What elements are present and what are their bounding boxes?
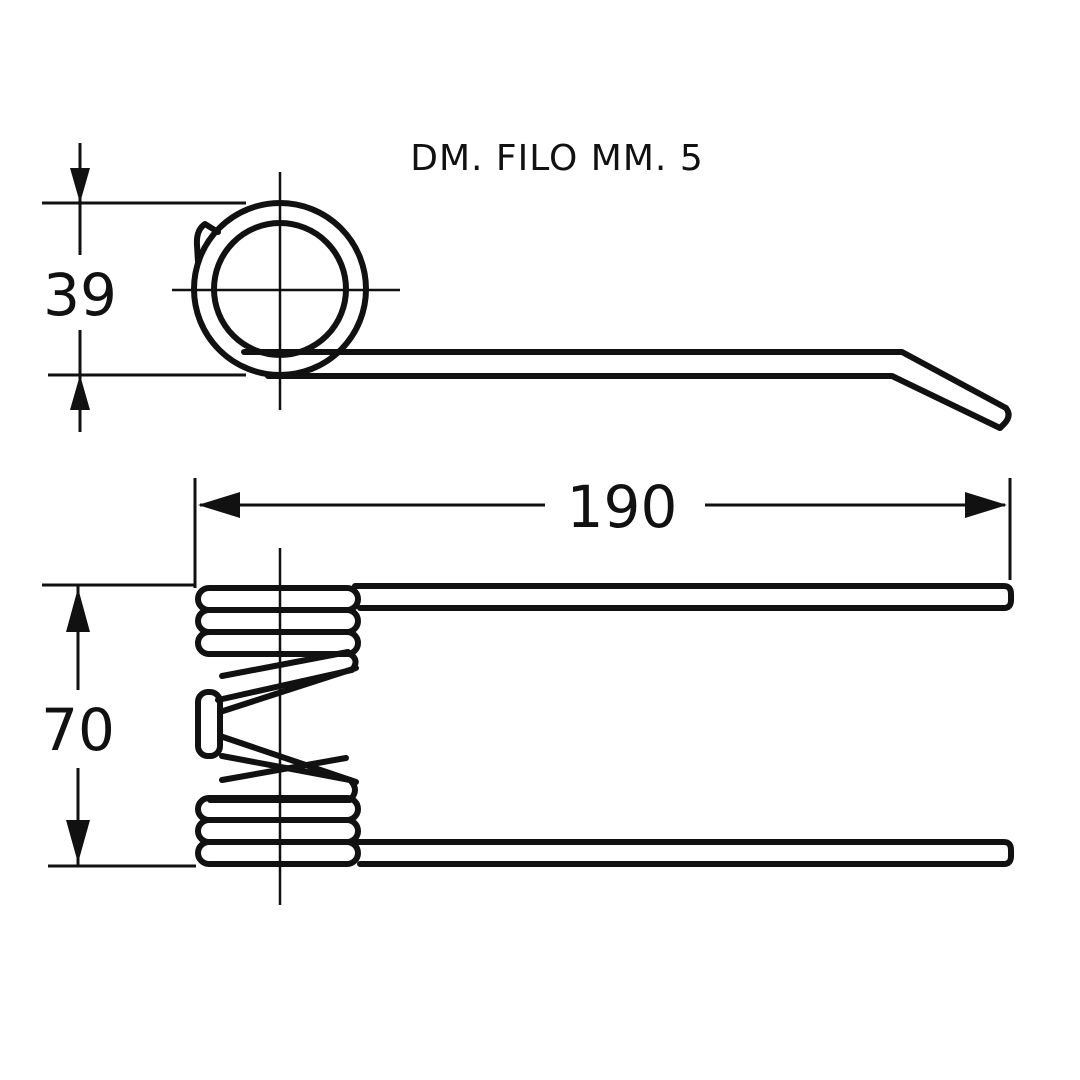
coil-winding bbox=[219, 755, 349, 783]
arrow-right bbox=[965, 492, 1007, 518]
lower-tine bbox=[352, 839, 1014, 867]
wire-diameter-note: DM. FILO MM. 5 bbox=[410, 138, 703, 179]
coil-winding bbox=[195, 817, 361, 845]
dimension-190: 190 bbox=[193, 473, 1012, 588]
coil-end-hook bbox=[193, 221, 221, 265]
arrow-down bbox=[70, 168, 90, 203]
dimension-label-39: 39 bbox=[43, 261, 117, 329]
coil-winding bbox=[195, 839, 361, 867]
top-view bbox=[172, 172, 1012, 431]
center-loop bbox=[195, 689, 223, 759]
arrow-up bbox=[70, 375, 90, 410]
arrow-down bbox=[66, 820, 90, 863]
coil-winding bbox=[195, 607, 361, 635]
dimension-39: 39 bbox=[42, 143, 246, 432]
lower-coil bbox=[195, 753, 361, 867]
arrow-up bbox=[66, 588, 90, 632]
center-loop-diagonal-upper bbox=[217, 665, 359, 715]
upper-tine bbox=[352, 583, 1014, 611]
side-view bbox=[195, 548, 1014, 905]
coil-winding bbox=[219, 649, 351, 679]
dimension-label-190: 190 bbox=[567, 473, 678, 541]
dimension-label-70: 70 bbox=[41, 696, 115, 764]
arrow-left bbox=[198, 492, 240, 518]
top-view-tine-arm bbox=[241, 349, 1012, 431]
upper-coil bbox=[195, 585, 361, 703]
dimension-70: 70 bbox=[41, 583, 196, 868]
coil-winding bbox=[195, 585, 361, 613]
coil-winding bbox=[195, 629, 361, 657]
